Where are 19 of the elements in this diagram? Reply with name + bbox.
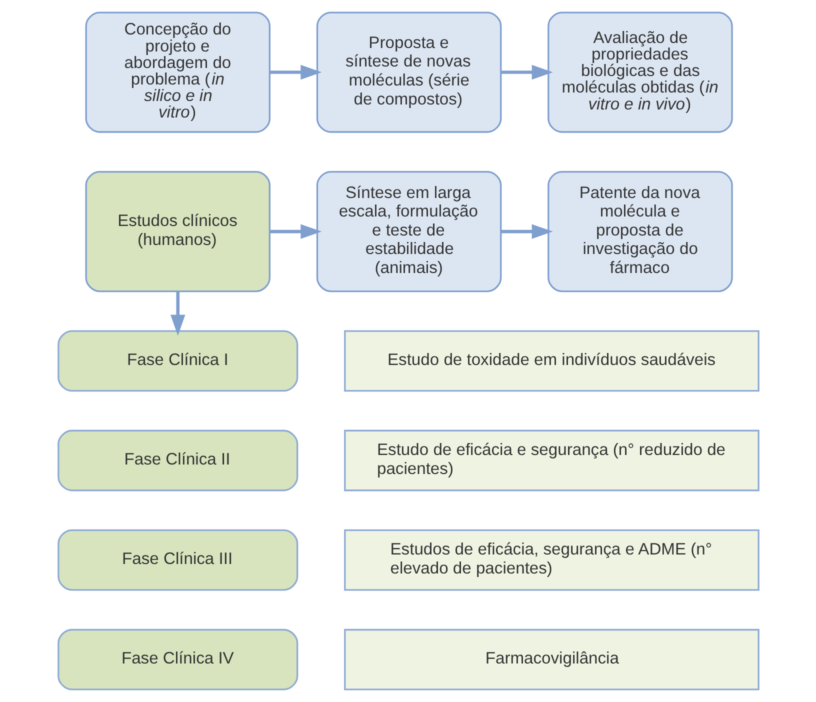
node-box: Estudo de eficácia e segurança (n° reduzido de pacientes) <box>344 430 759 492</box>
arrow <box>500 64 552 80</box>
node-box: Síntese em larga escala, formulação e teste de estabilidade (animais) <box>316 170 502 292</box>
node-box: Avaliação de propriedades biológicas e das moléculas obtidas (in vitro e in vivo) <box>547 12 732 133</box>
node-box: Fase Clínica II <box>57 430 298 492</box>
node-box: Concepção do projeto e abordagem do problema (in silico e in vitro) <box>84 12 270 133</box>
node-box: Fase Clínica III <box>57 529 298 591</box>
node-box: Estudos de eficácia, segurança e ADME (n° elevado de pacientes) <box>344 529 759 591</box>
arrow <box>500 224 552 239</box>
node-box: Fase Clínica I <box>57 330 298 392</box>
node-box: Estudos clínicos (humanos) <box>84 170 270 292</box>
arrow <box>269 224 322 239</box>
node-box: Proposta e síntese de novas moléculas (série de compostos) <box>316 12 502 133</box>
arrow <box>269 64 322 80</box>
arrow <box>170 291 185 336</box>
node-box: Fase Clínica IV <box>57 628 298 690</box>
node-box: Estudo de toxidade em indivíduos saudáveis <box>344 330 759 392</box>
node-box: Patente da nova molécula e proposta de investigação do fármaco <box>547 170 732 292</box>
node-box: Farmacovigilância <box>344 628 759 690</box>
